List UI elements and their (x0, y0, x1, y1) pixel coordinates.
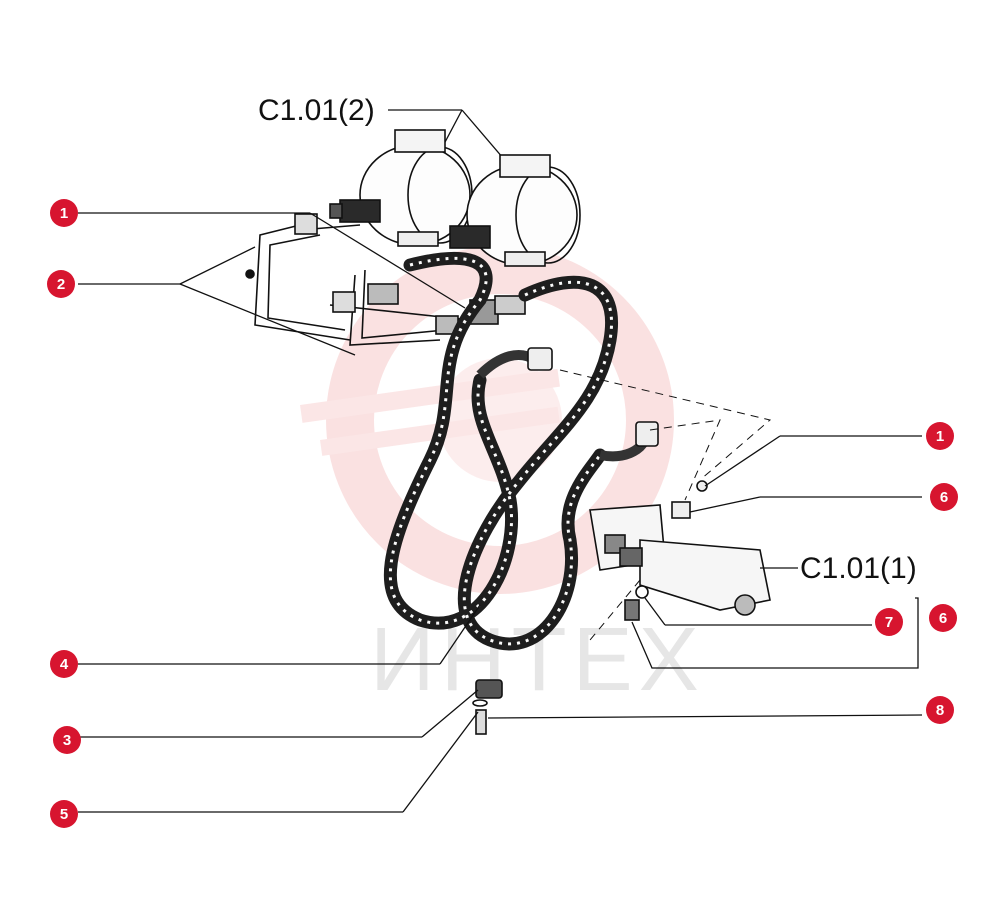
callout-right-7: 7 (875, 608, 903, 636)
callout-left-3: 3 (53, 726, 81, 754)
svg-text:4: 4 (60, 656, 69, 673)
callout-right-6b: 6 (929, 604, 957, 632)
svg-text:6: 6 (940, 489, 948, 506)
pipe-bracket (245, 213, 526, 346)
svg-text:3: 3 (63, 732, 71, 749)
svg-text:6: 6 (939, 610, 947, 627)
svg-text:7: 7 (885, 614, 893, 631)
hose-icon (388, 257, 613, 646)
callout-left-2: 2 (47, 270, 75, 298)
svg-text:2: 2 (57, 276, 65, 293)
fitting-icon (476, 347, 708, 519)
fitting-icon (472, 679, 503, 735)
dashed-guide (559, 369, 772, 641)
reference-label-right: C1.01(1) (800, 552, 917, 585)
callout-right-1: 1 (926, 422, 954, 450)
brake-chamber-icon (329, 129, 473, 247)
callout-left-4: 4 (50, 650, 78, 678)
callout-left-1: 1 (50, 199, 78, 227)
svg-text:1: 1 (60, 205, 68, 222)
svg-text:5: 5 (60, 806, 68, 823)
callout-right-8: 8 (926, 696, 954, 724)
valve-icon (589, 504, 771, 621)
reference-label-top: C1.01(2) (258, 94, 375, 127)
brake-chamber-icon (449, 154, 581, 267)
svg-text:1: 1 (936, 428, 944, 445)
callout-left-5: 5 (50, 800, 78, 828)
svg-text:8: 8 (936, 702, 944, 719)
callout-right-6a: 6 (930, 483, 958, 511)
leader-lines (78, 212, 923, 813)
